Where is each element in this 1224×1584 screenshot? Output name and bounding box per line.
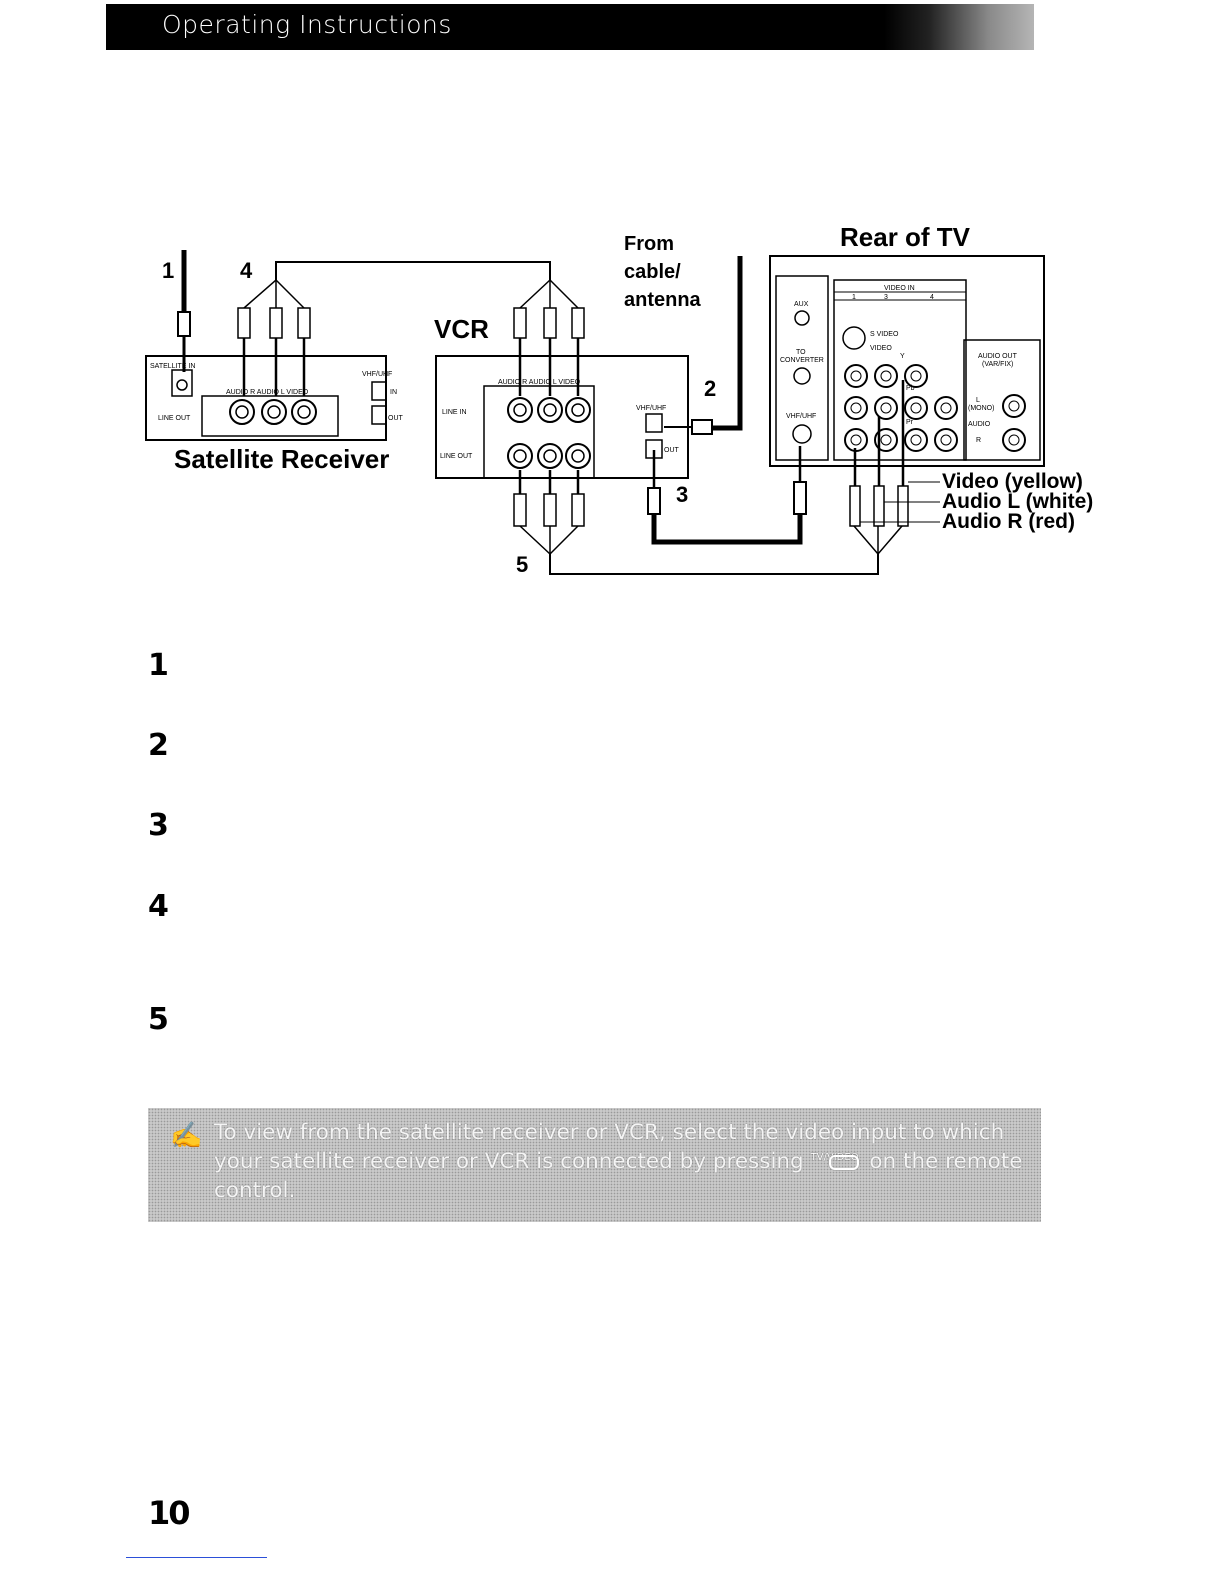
- note-box: ✍ To view from the satellite receiver or…: [148, 1108, 1041, 1222]
- tv-audio-label: AUDIO: [968, 421, 991, 428]
- sat-out-label: OUT: [388, 415, 404, 422]
- tv-l-label: L: [976, 397, 980, 404]
- tv-var-fix-label: (VAR/FIX): [982, 361, 1013, 368]
- step-number-3: 3: [148, 808, 169, 843]
- callout-3: 3: [676, 482, 688, 507]
- source-label-line1: From: [624, 233, 674, 255]
- sat-vhfuhf-label: VHF/UHF: [362, 371, 392, 378]
- header-title: Operating Instructions: [162, 10, 452, 39]
- header-bar: Operating Instructions: [106, 4, 1034, 50]
- header-fade: [884, 4, 1034, 50]
- tv-video-button-icon: [828, 1155, 859, 1170]
- step-number-1: 1: [148, 648, 169, 683]
- vcr-vhfuhf-label: VHF/UHF: [636, 405, 666, 412]
- tv-col-3-label: 3: [884, 294, 888, 301]
- tv-s-video-label: S VIDEO: [870, 331, 899, 338]
- note-text: To view from the satellite receiver or V…: [214, 1118, 1029, 1205]
- step-number-4: 4: [148, 889, 169, 924]
- tv-r-label: R: [976, 437, 981, 444]
- tv-converter-label: CONVERTER: [780, 357, 824, 364]
- tv-pb-label: Pb: [906, 385, 915, 392]
- tv-to-label: TO: [796, 349, 806, 356]
- source-label-line2: cable/: [624, 261, 681, 283]
- callout-5: 5: [516, 552, 528, 577]
- source-label-line3: antenna: [624, 289, 702, 311]
- vcr-out-label: OUT: [664, 447, 680, 454]
- legend-audio-l: Audio L (white): [942, 490, 1093, 513]
- tv-col-4-label: 4: [930, 294, 934, 301]
- callout-1: 1: [162, 258, 174, 283]
- callout-4: 4: [240, 258, 253, 283]
- tv-col-1-label: 1: [852, 294, 856, 301]
- tv-video-label: VIDEO: [870, 345, 892, 352]
- vcr-audio-row-label: AUDIO R AUDIO L VIDEO: [498, 379, 581, 386]
- tv-pr-label: Pr: [906, 419, 914, 426]
- callout-2: 2: [704, 376, 716, 401]
- note-text-before: To view from the satellite receiver or V…: [214, 1120, 1005, 1174]
- tv-rear-box: [769, 255, 1045, 467]
- legend-video: Video (yellow): [942, 470, 1083, 493]
- sat-audio-row-label: AUDIO R AUDIO L VIDEO: [226, 389, 309, 396]
- connection-diagram: Rear of TV VCR Satellite Receiver From c…: [140, 220, 1120, 605]
- vcr-label: VCR: [434, 314, 489, 344]
- tv-aux-label: AUX: [794, 301, 809, 308]
- tv-video-button-label: TV/VIDEO: [810, 1152, 859, 1163]
- tv-y-label: Y: [900, 353, 905, 360]
- legend-audio-r: Audio R (red): [942, 510, 1075, 533]
- tv-vhfuhf-label: VHF/UHF: [786, 413, 816, 420]
- sat-line-out-label: LINE OUT: [158, 415, 191, 422]
- tv-title: Rear of TV: [840, 222, 971, 252]
- sat-in-port-label: SATELLITE IN: [150, 363, 195, 370]
- tv-video-in-label: VIDEO IN: [884, 285, 915, 292]
- pencil-note-icon: ✍: [170, 1120, 203, 1150]
- tv-audio-out-label: AUDIO OUT: [978, 353, 1018, 360]
- step-number-2: 2: [148, 728, 169, 763]
- step-number-5: 5: [148, 1002, 169, 1037]
- page-number: 10: [148, 1494, 191, 1532]
- sat-in-label: IN: [390, 389, 397, 396]
- vcr-line-in-label: LINE IN: [442, 409, 467, 416]
- footer-line: [126, 1557, 267, 1558]
- vcr-line-out-label: LINE OUT: [440, 453, 473, 460]
- note-text-after: on the remote control.: [214, 1149, 1023, 1203]
- tv-mono-label: (MONO): [968, 405, 994, 412]
- satellite-label: Satellite Receiver: [174, 444, 389, 474]
